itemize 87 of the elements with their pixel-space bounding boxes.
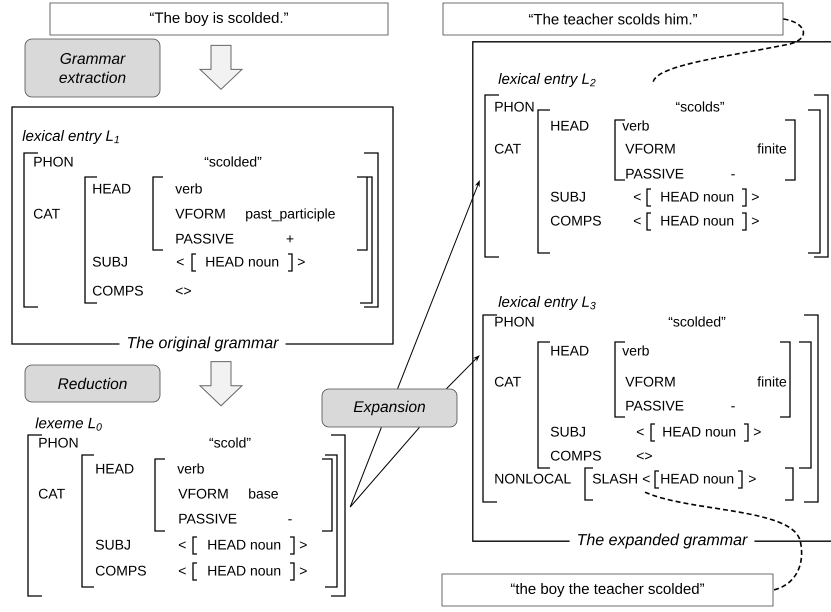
feature-text: SUBJ [96,540,130,550]
feature-text: > [752,193,759,200]
feature-text: < [636,428,644,436]
feature-text: > [300,541,307,548]
feature-text: verb [622,345,649,356]
step-box: Reduction [24,364,160,402]
feature-text: “scolded” [204,156,262,167]
feature-text: verb [622,120,649,131]
feature-text: PHON [495,102,534,112]
feature-text: HEAD noun [661,192,734,202]
feature-text: SLASH [592,474,637,484]
feature-text: HEAD noun [661,474,734,484]
feature-text: COMPS [96,566,146,576]
feature-text: CAT [494,376,521,387]
block-arrow [198,44,244,90]
feature-text: PASSIVE [179,514,236,524]
feature-text: > [752,217,759,224]
feature-text: PASSIVE [626,168,684,179]
entry-heading: lexeme L$_{0}$ [35,417,102,431]
feature-text: HEAD noun [208,566,280,576]
feature-text: HEAD [551,120,588,130]
feature-text: VFORM [175,208,225,219]
feature-text: > [298,258,305,266]
feature-text: - [731,174,735,176]
feature-text: base [249,488,278,499]
feature-text: < [176,258,184,266]
feature-text: PHON [495,316,534,327]
feature-text: PHON [34,156,73,167]
feature-text: CAT [38,488,65,499]
feature-text: < [178,541,186,548]
feature-text: finite [757,143,786,154]
feature-text: < [178,567,186,574]
feature-text: SUBJ [92,256,127,267]
feature-text: HEAD noun [663,426,736,437]
feature-text: “scold” [210,437,250,448]
step-box: Grammar extraction [24,38,160,98]
feature-text: - [731,406,735,408]
feature-text: <> [176,287,191,294]
step-box: Expansion [322,388,458,428]
feature-text: SUBJ [550,426,585,437]
block-arrow [198,361,244,406]
feature-text: finite [757,376,786,387]
feature-text: - [288,519,292,520]
feature-text: COMPS [550,216,601,226]
feature-text: HEAD [551,346,588,356]
dashed-connector [652,18,804,85]
feature-text: verb [177,463,204,474]
feature-text: verb [175,183,202,194]
entry-heading: lexical entry L$_{2}$ [498,73,596,87]
sentence-box: “The boy is scolded.” [50,2,388,36]
feature-text: > [754,428,761,436]
dashed-connector [644,491,802,591]
sentence-box: “the boy the teacher scolded” [442,574,774,606]
entry-heading: lexical entry L$_{3}$ [498,296,596,310]
feature-text: SUBJ [550,192,585,202]
feature-text: + [286,235,294,242]
feature-text: HEAD noun [208,540,280,550]
feature-text: > [300,567,307,574]
feature-text: HEAD [96,464,134,474]
feature-text: NONLOCAL [495,474,571,484]
feature-text: VFORM [625,376,675,387]
feature-text: CAT [34,208,60,219]
sentence-box: “The teacher scolds him.” [442,2,784,36]
feature-text: HEAD noun [661,216,734,226]
feature-text: < [642,475,650,482]
feature-text: HEAD [93,184,130,194]
feature-text: < [634,217,641,224]
frame-title: The original grammar [119,336,286,352]
frame-title: The expanded grammar [570,532,754,550]
feature-text: “scolds” [676,101,724,112]
connector-line [350,426,420,508]
feature-text: COMPS [92,286,143,296]
feature-text: past_participle [246,208,335,222]
connector-line [350,426,382,508]
feature-text: COMPS [550,450,601,461]
feature-text: VFORM [178,488,228,499]
feature-text: > [748,475,756,482]
feature-text: VFORM [625,144,675,154]
feature-text: <> [636,452,652,460]
feature-text: PHON [39,438,78,448]
feature-text: HEAD noun [206,256,278,267]
feature-text: PASSIVE [176,234,234,244]
entry-heading: lexical entry L$_{1}$ [22,130,119,144]
feature-text: PASSIVE [626,400,684,411]
feature-text: CAT [494,144,521,154]
feature-text: “scolded” [668,316,726,327]
feature-text: < [634,193,641,200]
